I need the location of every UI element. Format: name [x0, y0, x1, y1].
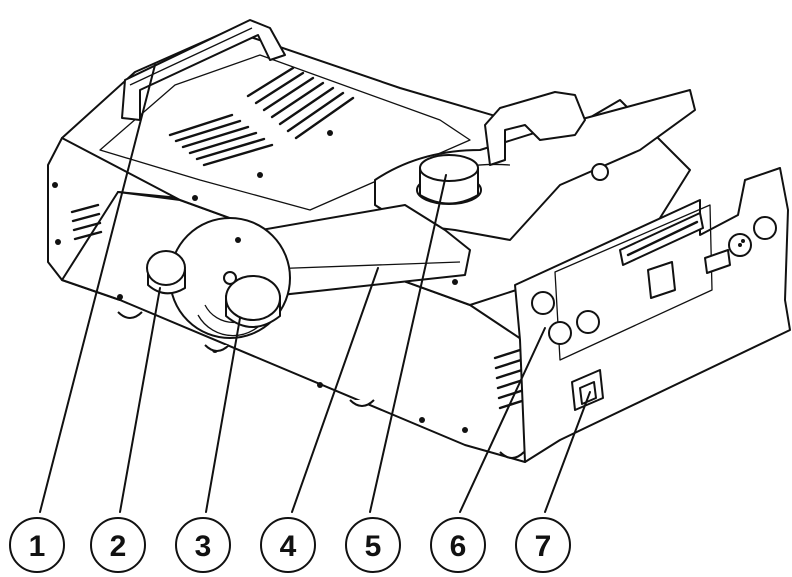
- callout-5: 5: [345, 517, 401, 573]
- leader-lines: [39, 64, 591, 513]
- leader-line-4: [291, 267, 379, 513]
- tilt-knob: [146, 250, 186, 295]
- callout-1: 1: [9, 517, 65, 573]
- callout-number-5: 5: [365, 530, 382, 563]
- callout-4: 4: [260, 517, 316, 573]
- callout-3: 3: [175, 517, 231, 573]
- fluid-tank-cap: [416, 154, 482, 205]
- callout-2: 2: [90, 517, 146, 573]
- power-switch: [571, 369, 604, 411]
- leader-line-5: [369, 174, 447, 513]
- leader-line-1: [39, 64, 156, 513]
- leader-line-7: [544, 391, 591, 513]
- leader-line-6: [459, 327, 546, 513]
- side-vent-right: [493, 348, 527, 410]
- callout-number-1: 1: [29, 530, 46, 563]
- callout-number-2: 2: [110, 530, 127, 563]
- callout-7: 7: [515, 517, 571, 573]
- callout-6: 6: [430, 517, 486, 573]
- callout-number-3: 3: [195, 530, 212, 563]
- callout-number-7: 7: [535, 530, 552, 563]
- callout-number-4: 4: [280, 530, 297, 563]
- side-vent-left: [70, 203, 103, 241]
- leader-line-3: [205, 317, 241, 513]
- callouts: 1 2 3 4 5 6 7: [9, 517, 571, 573]
- top-vent-grille: [168, 66, 355, 167]
- callout-number-6: 6: [450, 530, 467, 563]
- leader-line-2: [119, 287, 161, 513]
